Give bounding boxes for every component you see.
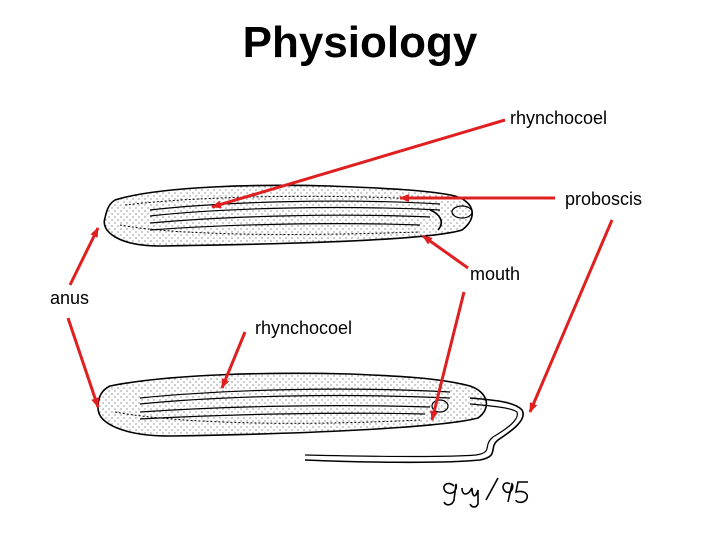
arrow-mouth-top	[422, 234, 469, 270]
worm-everted	[97, 372, 524, 464]
arrow-mouth-bottom	[430, 291, 466, 421]
worm-retracted	[103, 184, 473, 247]
page-title: Physiology	[242, 18, 478, 67]
arrows	[66, 118, 614, 421]
label-proboscis: proboscis	[565, 189, 643, 209]
arrow-rhynchocoel-top	[211, 118, 506, 209]
label-rhynchocoel-top: rhynchocoel	[510, 108, 608, 128]
label-anus: anus	[50, 288, 90, 308]
arrow-proboscis-bottom	[528, 219, 614, 413]
arrow-rhynchocoel-bottom	[220, 331, 247, 389]
label-rhynchocoel-bottom: rhynchocoel	[255, 318, 353, 338]
arrow-anus-bottom	[66, 317, 100, 408]
label-mouth: mouth	[470, 264, 521, 284]
arrow-anus-top	[68, 227, 100, 286]
signature	[443, 477, 529, 508]
